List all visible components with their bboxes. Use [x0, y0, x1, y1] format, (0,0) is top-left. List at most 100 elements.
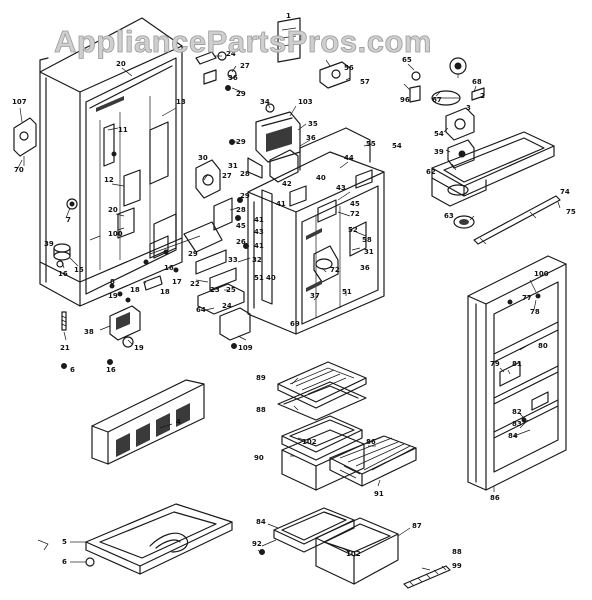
refrigerator-door-assembly — [467, 255, 567, 491]
part-label-16b: 16 — [106, 366, 116, 374]
wire-shelf-91 — [329, 435, 417, 487]
toe-grille-4 — [91, 379, 205, 465]
part-label-64: 64 — [196, 306, 206, 314]
ice-auger-rod-76 — [453, 195, 561, 245]
part-label-72a: 72 — [350, 210, 360, 218]
part-label-25: 25 — [226, 286, 236, 294]
part-label-90: 90 — [254, 454, 264, 462]
part-label-2: 2 — [480, 92, 485, 100]
part-label-28a: 28 — [240, 170, 250, 178]
part-label-20a: 20 — [116, 60, 126, 68]
part-label-102a: 102 — [302, 438, 317, 446]
drain-pan-assembly — [37, 503, 233, 575]
part-label-29c: 29 — [240, 192, 250, 200]
roller-parts-left — [53, 198, 78, 268]
part-label-65: 65 — [402, 56, 412, 64]
part-label-17: 17 — [172, 278, 182, 286]
part-label-3: 3 — [466, 104, 471, 112]
part-label-22: 22 — [190, 280, 200, 288]
part-label-35: 35 — [308, 120, 318, 128]
part-label-30: 30 — [198, 154, 208, 162]
leader-lines — [17, 55, 561, 571]
part-label-29b: 29 — [236, 138, 246, 146]
part-label-79: 79 — [490, 360, 500, 368]
part-label-44: 44 — [344, 154, 354, 162]
part-label-92: 92 — [252, 540, 262, 548]
part-label-33: 33 — [228, 256, 238, 264]
part-label-74: 74 — [560, 188, 570, 196]
part-label-8: 8 — [110, 278, 115, 286]
part-label-32: 32 — [252, 256, 262, 264]
hinge-bracket-107 — [13, 117, 37, 166]
part-label-54: 54 — [392, 142, 402, 150]
part-label-41c: 41 — [254, 242, 264, 250]
part-label-16c: 16 — [164, 264, 174, 272]
part-label-36b: 36 — [306, 134, 316, 142]
part-label-21: 21 — [60, 344, 70, 352]
part-label-51b: 51 — [342, 288, 352, 296]
part-label-36c: 36 — [360, 264, 370, 272]
part-label-109: 109 — [238, 344, 253, 352]
part-label-26: 26 — [236, 238, 246, 246]
part-label-19b: 19 — [108, 292, 118, 300]
freezer-liner-assembly — [247, 127, 385, 335]
part-label-54b: 54 — [434, 130, 444, 138]
part-label-52: 52 — [348, 226, 358, 234]
part-label-51a: 51 — [254, 274, 264, 282]
watermark-text: AppliancePartsPros.com — [54, 24, 432, 59]
part-label-59: 39 — [434, 148, 444, 156]
part-label-63: 63 — [444, 212, 454, 220]
part-label-80: 80 — [538, 342, 548, 350]
crisper-drawer-upper-90 — [281, 429, 365, 491]
part-label-103: 103 — [298, 98, 313, 106]
part-label-106: 100 — [534, 270, 549, 278]
part-label-29a: 29 — [236, 90, 246, 98]
part-label-87: 87 — [412, 522, 422, 530]
part-label-62: 62 — [426, 168, 436, 176]
ice-bin-tray — [431, 131, 555, 207]
part-label-31: 31 — [228, 162, 238, 170]
part-label-82: 82 — [512, 408, 522, 416]
part-label-38: 38 — [84, 328, 94, 336]
part-label-16a: 16 — [58, 270, 68, 278]
part-number-labels: 107 70 20 13 11 12 7 39 16 15 20 100 38 … — [12, 12, 576, 570]
part-label-58: 58 — [362, 236, 372, 244]
part-label-102b: 102 — [346, 550, 361, 558]
part-label-96: 96 — [400, 96, 410, 104]
part-label-1: 1 — [286, 12, 291, 20]
part-label-77: 77 — [522, 294, 532, 302]
part-label-99: 99 — [452, 562, 462, 570]
crisper-cover-102 — [281, 415, 363, 461]
part-label-100: 100 — [108, 230, 123, 238]
part-label-78: 78 — [530, 308, 540, 316]
part-label-72b: 72 — [330, 266, 340, 274]
air-duct-assembly — [247, 103, 301, 179]
part-label-27a: 27 — [240, 62, 250, 70]
part-label-41a: 41 — [276, 200, 286, 208]
part-label-83: 83 — [512, 420, 522, 428]
part-label-23: 23 — [210, 286, 220, 294]
cabinet-shell — [39, 17, 183, 307]
part-label-91: 91 — [374, 490, 384, 498]
part-label-69: 69 — [290, 320, 300, 328]
part-label-4: 4 — [176, 418, 181, 426]
part-label-6b: 6 — [62, 558, 67, 566]
part-label-43: 43 — [336, 184, 346, 192]
part-label-15: 15 — [74, 266, 84, 274]
caster-assembly-38 — [107, 305, 141, 365]
part-label-18b: 18 — [160, 288, 170, 296]
part-label-84b: 84 — [256, 518, 266, 526]
part-label-55: 55 — [366, 140, 376, 148]
part-label-86b: 86 — [366, 438, 376, 446]
part-label-31b: 31 — [364, 248, 374, 256]
part-label-84: 84 — [508, 432, 518, 440]
part-label-37: 37 — [310, 292, 320, 300]
part-label-88: 88 — [256, 406, 266, 414]
part-label-43b: 43 — [254, 228, 264, 236]
part-label-27b: 27 — [222, 172, 232, 180]
part-label-7: 7 — [66, 216, 71, 224]
part-label-41b: 41 — [254, 216, 264, 224]
part-label-42: 42 — [282, 180, 292, 188]
part-label-57: 57 — [360, 78, 370, 86]
